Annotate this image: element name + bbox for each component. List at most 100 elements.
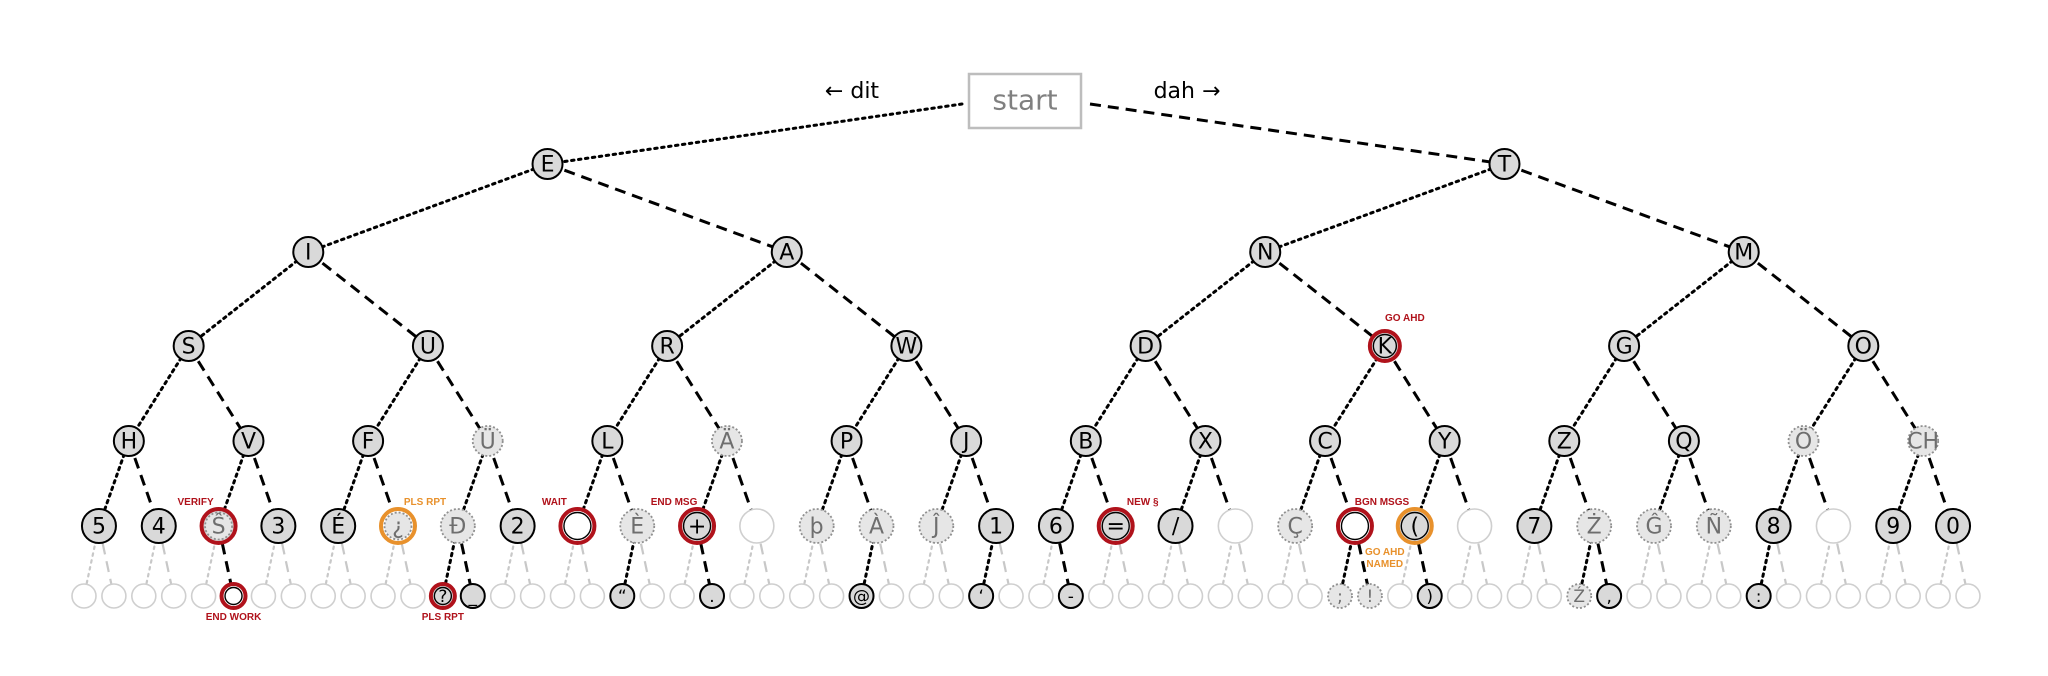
node-dah-dit-dit-dah-dah — [1217, 508, 1254, 544]
node-label: Z — [1557, 430, 1572, 455]
node-label: Ñ — [1706, 513, 1722, 540]
empty-slot-dah-dah-dit-dah-dit-dah — [1656, 583, 1682, 609]
node-label: 6 — [1049, 515, 1063, 540]
edge-dit-dit-dah-dit-dit-to-dit-dit-dah-dit-ditdit — [322, 524, 340, 598]
prosign-label: VERIFY — [178, 497, 214, 508]
node-label: À — [869, 514, 884, 540]
empty-slot-dah-dahdah-dah-dit-dah — [1895, 583, 1921, 609]
prosign-label: NEW § — [1127, 497, 1159, 508]
node-label: : — [1756, 587, 1762, 607]
node-dah-dah-dit-dit-dah-dah: , — [1596, 583, 1623, 609]
edge-dah-dah-to-dah-dahdah — [1742, 250, 1865, 348]
node-dit-dah-dit-dah-dit: +END MSG — [651, 497, 717, 545]
node-dit-ditdit-dit: H — [112, 425, 145, 457]
node-circle — [112, 425, 145, 457]
node-inner-ring — [1400, 511, 1429, 541]
node-circle — [1516, 508, 1553, 544]
node-inner-ring — [433, 586, 453, 606]
node-circle — [848, 583, 875, 609]
tree-edges — [82, 102, 1970, 598]
empty-slot-dit-dit-dah-dit-dah-dit — [370, 583, 396, 609]
empty-slot-dit-dah-dah-dit-dah-dah — [878, 583, 905, 609]
node-circle — [699, 583, 725, 609]
node-dit-dah-dit-dah: Ä — [711, 425, 743, 457]
node-circle — [1327, 583, 1353, 609]
empty-slot-dit-ditdit-ditdit-dit — [71, 583, 97, 609]
empty-slot-dah-dit-dit-dah-dah-dit — [1207, 583, 1234, 609]
edge-dah-dahdah-dah-dit-to-dah-dahdah-dah-dit-dit — [1877, 524, 1895, 598]
node-label: K — [1378, 335, 1393, 360]
node-circle — [352, 425, 385, 457]
node-circle — [1636, 508, 1672, 544]
node-dit-dah: A — [770, 236, 803, 268]
edge-dit-dit-to-dit-dit-dah — [307, 250, 429, 348]
node-circle — [411, 330, 444, 362]
node-label: E — [541, 153, 555, 178]
edge-dah-dit-dah-to-dah-dit-dah-dit — [1323, 344, 1387, 443]
prosign-label: PLS RPT — [404, 497, 446, 508]
empty-slot-dah-dahdah-dah-dit-dit — [1865, 583, 1892, 609]
node-circle — [978, 508, 1015, 544]
node-dit-dit-dah-dit-dit: É — [320, 508, 357, 544]
node-circle — [172, 330, 205, 362]
node-dah-dahdah-dit-dah — [1815, 508, 1852, 544]
node-label: 0 — [1946, 515, 1960, 540]
node-dah-dit-ditdit: B — [1069, 425, 1102, 457]
prosign-label: BGN MSGS — [1355, 497, 1410, 508]
node-label: T — [1497, 153, 1512, 178]
start-node: start — [967, 72, 1083, 130]
node-circle — [1787, 425, 1820, 457]
node-dah-dahdah-dahdah: 0 — [1935, 508, 1972, 544]
node-dit-dit-dah-dah: Ü — [471, 425, 504, 457]
node-label: D — [1137, 335, 1154, 360]
node-dit-dit: I — [292, 236, 325, 268]
edge-dah-dit-dah-to-dah-dit-dah-dah — [1383, 345, 1446, 442]
node-circle — [1727, 236, 1760, 268]
node-inner-ring — [682, 511, 712, 541]
node-dit-dah-dit: R — [651, 330, 684, 362]
empty-slot-dit-ditdit-dah-dah-dit — [250, 583, 277, 609]
edge-start-to-dit — [546, 102, 964, 166]
edge-dah-dit-dit-dah-dit-to-dah-dit-dit-dah-dit-dit — [1159, 524, 1177, 598]
node-circle — [858, 508, 895, 544]
node-inner-ring — [224, 586, 243, 606]
empty-slot-dah-dit-dah-dahdah-dah — [1476, 583, 1503, 609]
node-label: = — [1106, 515, 1124, 540]
empty-slot-dit-dah-dah-dit-ditdit — [788, 583, 815, 609]
node-dah-dit-dah-dit-dit: Ç — [1277, 508, 1314, 544]
edge-dah-dahdah-to-dah-dahdah-dah — [1862, 345, 1925, 442]
edge-dah-dahdah-dahdah-to-dah-dahdah-dahdah-dit — [1936, 524, 1955, 598]
node-dah-dit-dah: KGO AHD — [1367, 313, 1425, 363]
node-circle — [1069, 425, 1102, 457]
edge-dah-dit-dah-dah-dit-to-dah-dit-dah-dah-dit-dit — [1398, 524, 1416, 598]
node-label: S — [182, 335, 196, 360]
node-dah-dit-ditdit-dit: 6 — [1037, 508, 1074, 544]
node-dit-dah-dahdah: J — [950, 425, 983, 457]
node-dah-dit-dah-dahdah — [1456, 508, 1493, 544]
node-label: M — [1734, 241, 1753, 266]
node-circle — [499, 508, 536, 544]
start-label: start — [992, 84, 1057, 117]
node-inner-ring — [383, 511, 413, 541]
node-label: É — [331, 514, 345, 540]
node-label: Đ — [449, 515, 466, 540]
node-circle — [950, 425, 983, 457]
empty-slot-dit-dah-dit-dah-dit-dit — [669, 583, 695, 609]
node-dit-dit-dah-dit-dah: ¿PLS RPT — [379, 497, 446, 545]
empty-slot-dah-dit-ditdit-dah-dah — [1117, 583, 1144, 609]
node-dah-dahdah-dit-ditdit: : — [1745, 583, 1772, 609]
node-label: “ — [618, 587, 627, 607]
edge-dit-dit-dah-dahdah-to-dit-dit-dah-dahdah-dit — [501, 524, 519, 598]
node-label: - — [1068, 587, 1074, 607]
node-dah-dit-dah-dit: C — [1309, 425, 1342, 457]
node-circle — [1395, 507, 1434, 545]
node-circle — [711, 425, 743, 457]
empty-slot-dit-dah-dit-ditdit-dah — [579, 583, 606, 609]
node-dah-dit-ditdit-dah: =NEW § — [1096, 497, 1159, 545]
empty-slot-dit-dah-dah-dit-dit-dah — [818, 583, 845, 609]
empty-slot-dah-dah-dit-ditdit-dit — [1506, 583, 1533, 609]
empty-slot-dit-dit-dah-dahdah-dit — [489, 583, 516, 609]
node-circle — [1695, 508, 1732, 544]
